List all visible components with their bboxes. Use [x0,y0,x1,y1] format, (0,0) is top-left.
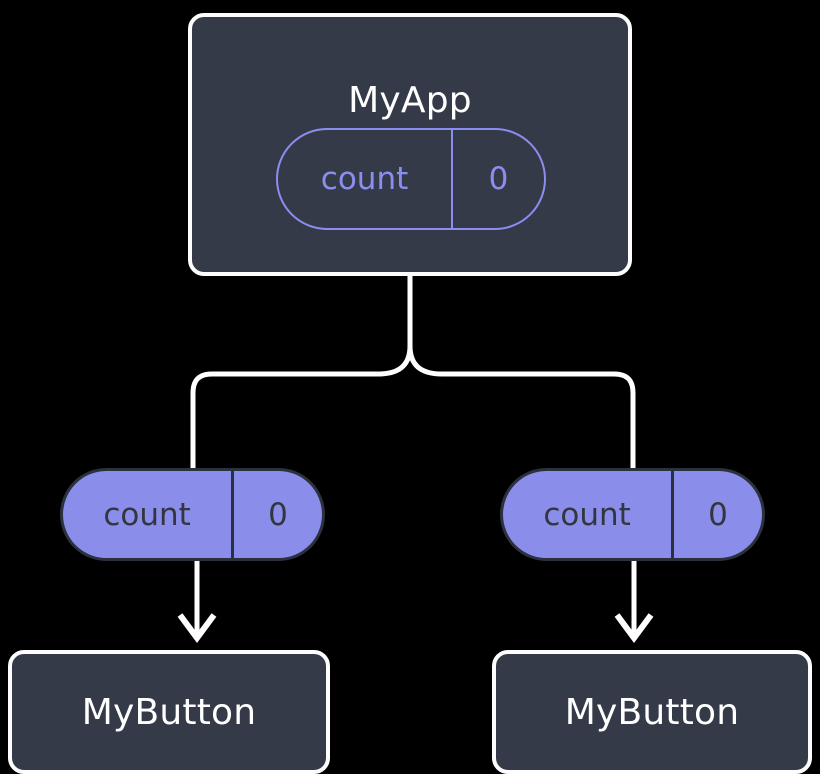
node-myapp-title: MyApp [348,80,472,121]
state-pill-right[interactable]: count 0 [500,468,765,561]
state-pill-root-key: count [320,161,409,197]
state-pill-left[interactable]: count 0 [60,468,325,561]
state-pill-right-key: count [543,496,631,533]
state-pill-root[interactable]: count 0 [276,128,546,230]
state-pill-root-value: 0 [451,130,544,228]
state-pill-left-key: count [103,496,191,533]
node-mybutton-left-title: MyButton [81,692,257,733]
arrow-right-head-icon [614,613,654,644]
node-mybutton-right[interactable]: MyButton [492,650,812,774]
state-pill-left-value: 0 [231,471,322,558]
connector-fork-right [407,345,636,495]
node-mybutton-left[interactable]: MyButton [8,650,330,774]
node-mybutton-right-title: MyButton [564,692,740,733]
arrow-left-head-icon [177,613,217,644]
connector-fork-left [190,345,413,495]
state-pill-right-value: 0 [671,471,762,558]
